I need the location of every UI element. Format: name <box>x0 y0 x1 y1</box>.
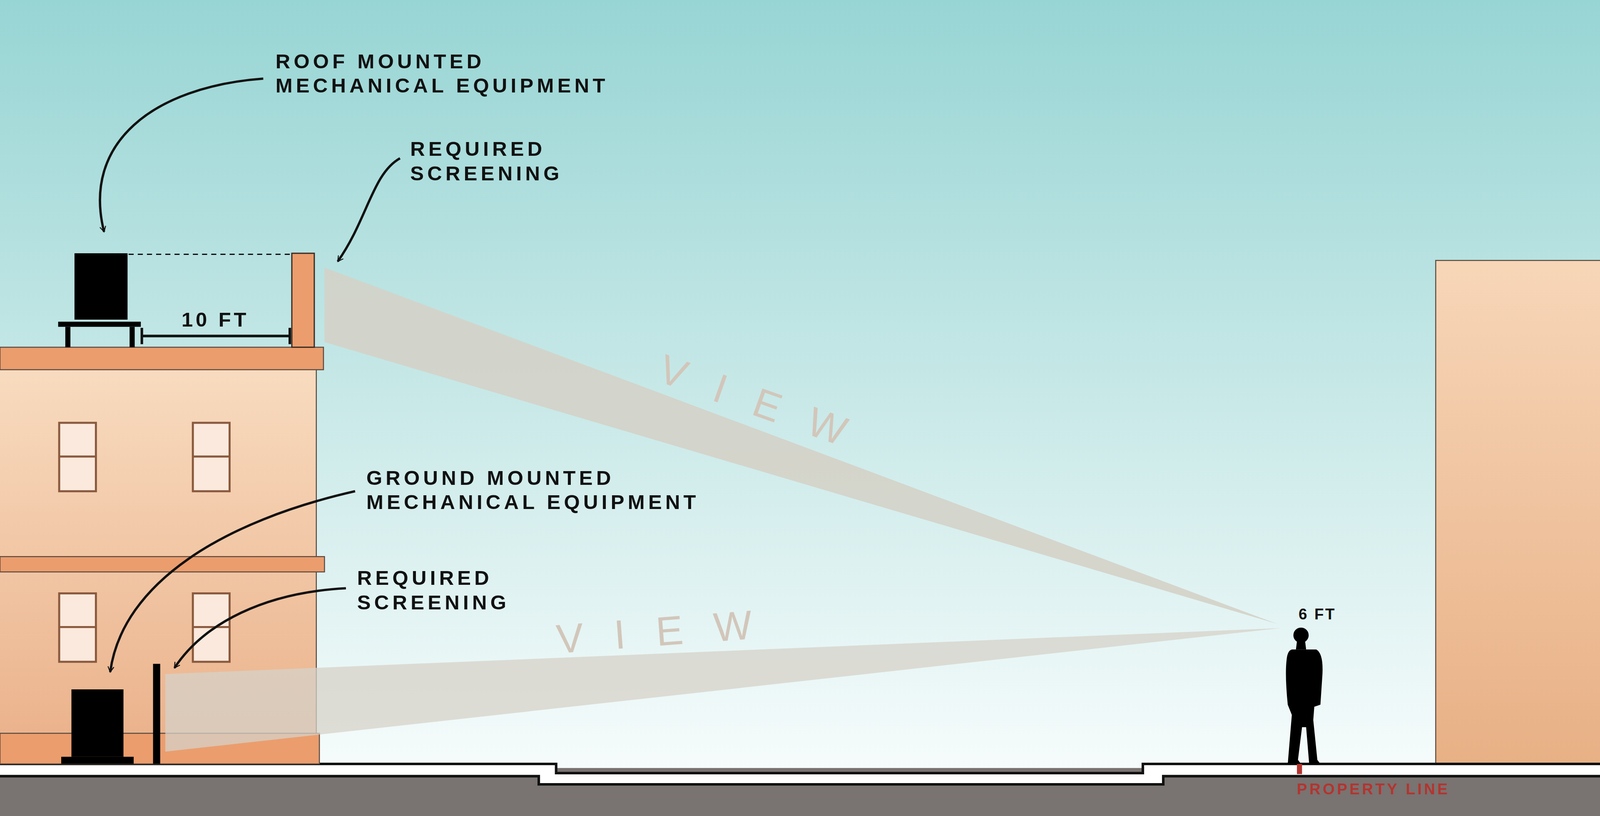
view-label: VIEW <box>652 344 883 467</box>
equipment-stand <box>58 321 142 327</box>
roof-equipment <box>74 253 128 320</box>
leader-arrows <box>99 78 401 672</box>
ground-equipment <box>71 689 124 757</box>
property-line-mark <box>1296 763 1302 774</box>
property-line-label: PROPERTY LINE <box>1296 779 1451 799</box>
neighbor-building <box>1435 260 1600 766</box>
equipment-stand <box>65 326 71 348</box>
view-cone <box>324 267 1278 624</box>
person-silhouette <box>1286 627 1323 764</box>
dimension-label: 10 FT <box>181 307 249 332</box>
equipment-pad <box>61 756 134 764</box>
roof-screen <box>291 253 315 348</box>
equipment-stand <box>129 326 135 348</box>
floor-band <box>0 556 325 572</box>
callout-label: ROOF MOUNTED MECHANICAL EQUIPMENT <box>275 49 640 99</box>
ground-screen <box>153 663 161 764</box>
sightline-dashed <box>128 253 292 255</box>
view-label: VIEW <box>554 597 785 664</box>
callout-label: REQUIRED SCREENING <box>410 136 563 186</box>
roof-slab <box>0 347 324 370</box>
dimension-label: 6 FT <box>1298 604 1337 624</box>
callout-label: GROUND MOUNTED MECHANICAL EQUIPMENT <box>366 465 757 515</box>
curb-line <box>0 763 1600 773</box>
callout-label: REQUIRED SCREENING <box>357 565 510 615</box>
windows <box>59 422 230 662</box>
